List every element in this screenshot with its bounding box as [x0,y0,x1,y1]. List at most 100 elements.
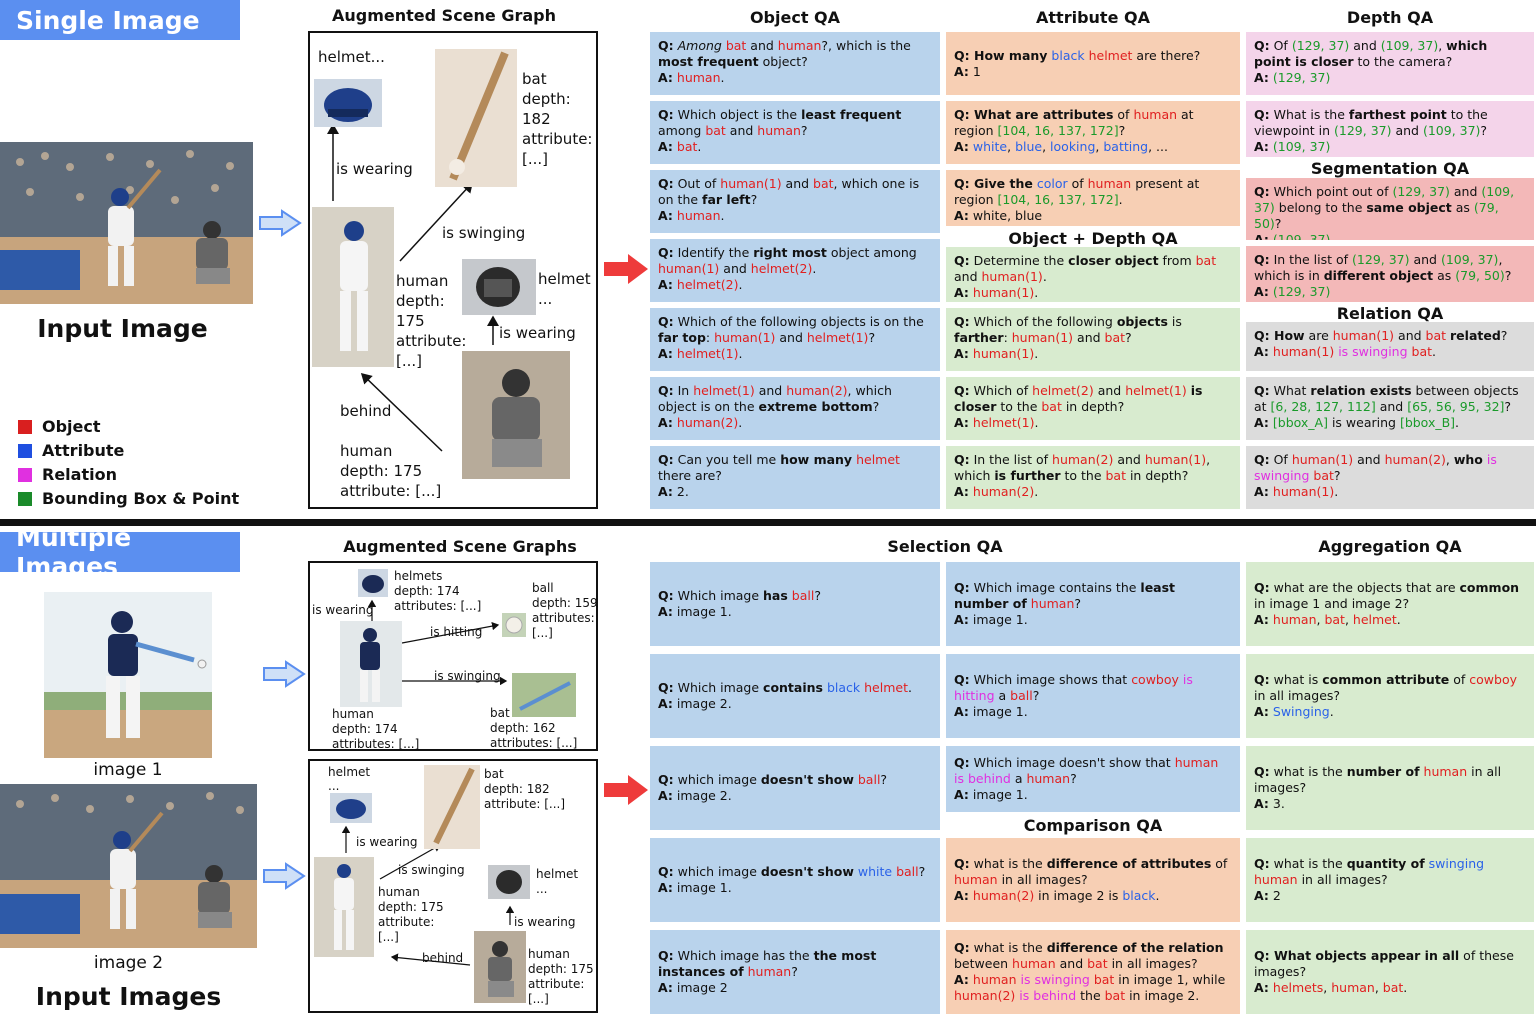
input-image-1 [44,592,212,758]
catcher-thumb [462,351,570,479]
selection-qa-card: Q: Which image shows that cowboy is hitt… [946,654,1240,738]
g1-ball-attributes-value: [...] [532,626,553,640]
comparison-qa-header: Comparison QA [1023,816,1163,835]
object-qa-card: Q: Which object is the least frequent am… [650,101,940,164]
node-bat-attribute-value: [...] [522,150,549,168]
qa-text: Q: what is the number of human in all im… [1254,764,1502,811]
g2-edge-is-wearing-2: is wearing [514,915,576,929]
g1-helmets-name: helmets [394,569,443,583]
legend-swatch [18,491,32,506]
selection-qa-card: Q: Which image has ball?A: image 1. [650,562,940,646]
aggregation-qa-card: Q: what is the number of human in all im… [1246,746,1534,830]
g1-ball-name: ball [532,581,554,595]
g1-bat-attributes: attributes: [...] [490,736,578,750]
node-human2-attribute: attribute: [...] [340,482,442,500]
node-human-depth: depth: [396,292,445,310]
legend-label: Attribute [42,441,125,460]
bat-thumb [435,49,517,187]
g2-human-attribute-value: [...] [378,930,399,944]
selection-qa-card: Q: which image doesn't show white ball?A… [650,838,940,922]
qa-text: Q: Which image doesn't show that human i… [954,755,1219,802]
scene-graph-1-box: helmets depth: 174 attributes: [...] bal… [308,561,598,751]
node-human-depth-value: 175 [396,312,425,330]
node-bat-attribute: attribute: [522,130,593,148]
qa-text: Q: Which image has ball?A: image 1. [658,588,821,619]
qa-text: Q: In the list of (129, 37) and (109, 37… [1254,252,1512,299]
object-qa-card: Q: Which of the following objects is on … [650,308,940,371]
qa-text: Q: What relation exists between objects … [1254,383,1519,430]
g2-human2-attribute: attribute: [528,977,585,991]
g2-helmet2-thumb [488,865,530,899]
g1-helmets-depth: depth: 174 [394,584,460,598]
g1-bat-name: bat [490,706,510,720]
qa-text: Q: How are human(1) and bat related?A: h… [1254,328,1508,359]
qa-text: Q: Which image contains black helmet.A: … [658,680,912,711]
qa-text: Q: How many black helmet are there?A: 1 [954,47,1201,79]
qa-text: Q: Which point out of (129, 37) and (109… [1254,184,1515,240]
object-depth-qa-card: Q: Which of helmet(2) and helmet(1) is c… [946,377,1240,440]
section-divider [0,519,1536,526]
single-image-banner: Single Image [0,0,240,40]
g2-helmet-more: ... [328,779,340,793]
helmet-thumb [314,79,382,127]
g1-ball-attributes: attributes: [532,611,595,625]
qa-text: Q: what is the quantity of swinging huma… [1254,856,1485,903]
segmentation-qa-card: Q: In the list of (129, 37) and (109, 37… [1246,246,1534,302]
input-images-title: Input Images [35,982,222,1011]
node-helmet2-name: helmet [538,270,591,288]
qa-text: Q: Which image has the the most instance… [658,948,877,995]
g2-bat-thumb [424,765,480,849]
qa-text: Q: what is common attribute of cowboy in… [1254,672,1518,719]
edge-is-wearing-2: is wearing [499,324,576,342]
legend-label: Object [42,417,101,436]
qa-text: Q: Determine the closer object from bat … [954,253,1217,300]
qa-text: Q: what is the difference of the relatio… [954,940,1226,1003]
qa-text: Q: Out of human(1) and bat, which one is… [658,176,920,223]
node-bat-depth-value: 182 [522,110,551,128]
node-human2-name: human [340,442,393,460]
qa-text: Q: what is the difference of attributes … [954,856,1228,903]
legend-label: Relation [42,465,117,484]
g2-human-thumb [314,857,374,957]
g2-human-depth: depth: 175 [378,900,444,914]
legend-bbox-point: Bounding Box & Point [18,489,239,508]
qa-text: Q: Give the color of human present at re… [954,176,1200,223]
human-thumb [312,207,394,367]
qa-text: Q: Which of the following objects is far… [954,314,1182,361]
node-helmet2-more: ... [538,290,553,308]
object-qa-card: Q: Out of human(1) and bat, which one is… [650,170,940,233]
g2-human2-depth: depth: 175 [528,962,594,976]
node-human2-depth: depth: 175 [340,462,423,480]
selection-qa-card: Q: which image doesn't show ball?A: imag… [650,746,940,830]
object-depth-qa-header: Object + Depth QA [1008,229,1178,248]
g2-edge-is-wearing: is wearing [356,835,418,849]
image-1-caption: image 1 [93,760,163,780]
qa-text: Q: In helmet(1) and human(2), which obje… [658,383,892,430]
input-image-2 [0,784,257,948]
edge-behind: behind [340,402,392,420]
comparison-qa-card: Q: what is the difference of the relatio… [946,930,1240,1014]
g2-helmet2-more: ... [536,882,548,896]
g1-bat-depth: depth: 162 [490,721,556,735]
aggregation-qa-card: Q: what are the objects that are common … [1246,562,1534,646]
scene-graph-box: helmet... bat depth: 182 attribute: [...… [308,31,598,509]
qa-text: Q: What is the farthest point to the vie… [1254,107,1488,154]
legend-swatch [18,467,32,482]
multiple-images-banner: Multiple Images [0,523,240,581]
relation-qa-header: Relation QA [1336,304,1444,323]
g2-human-name: human [378,885,420,899]
qa-text: Q: In the list of human(2) and human(1),… [954,452,1211,499]
qa-text: Q: Which object is the least frequent am… [658,107,902,154]
g2-helmet2-name: helmet [536,867,579,881]
g2-bat-attribute: attribute: [...] [484,797,566,811]
qa-text: Q: which image doesn't show ball?A: imag… [658,772,888,803]
object-qa-card: Q: In helmet(1) and human(2), which obje… [650,377,940,440]
g2-helmet-thumb [330,793,372,823]
g2-edge-behind: behind [422,951,464,965]
red-arrow-icon [604,775,648,805]
scene-graph-2-box: helmet ... bat depth: 182 attribute: [..… [308,759,598,1013]
attribute-qa-card: Q: Give the color of human present at re… [946,170,1240,226]
g1-edge-is-hitting: is hitting [430,625,483,639]
node-human-name: human [396,272,449,290]
g1-ball-depth: depth: 159 [532,596,598,610]
